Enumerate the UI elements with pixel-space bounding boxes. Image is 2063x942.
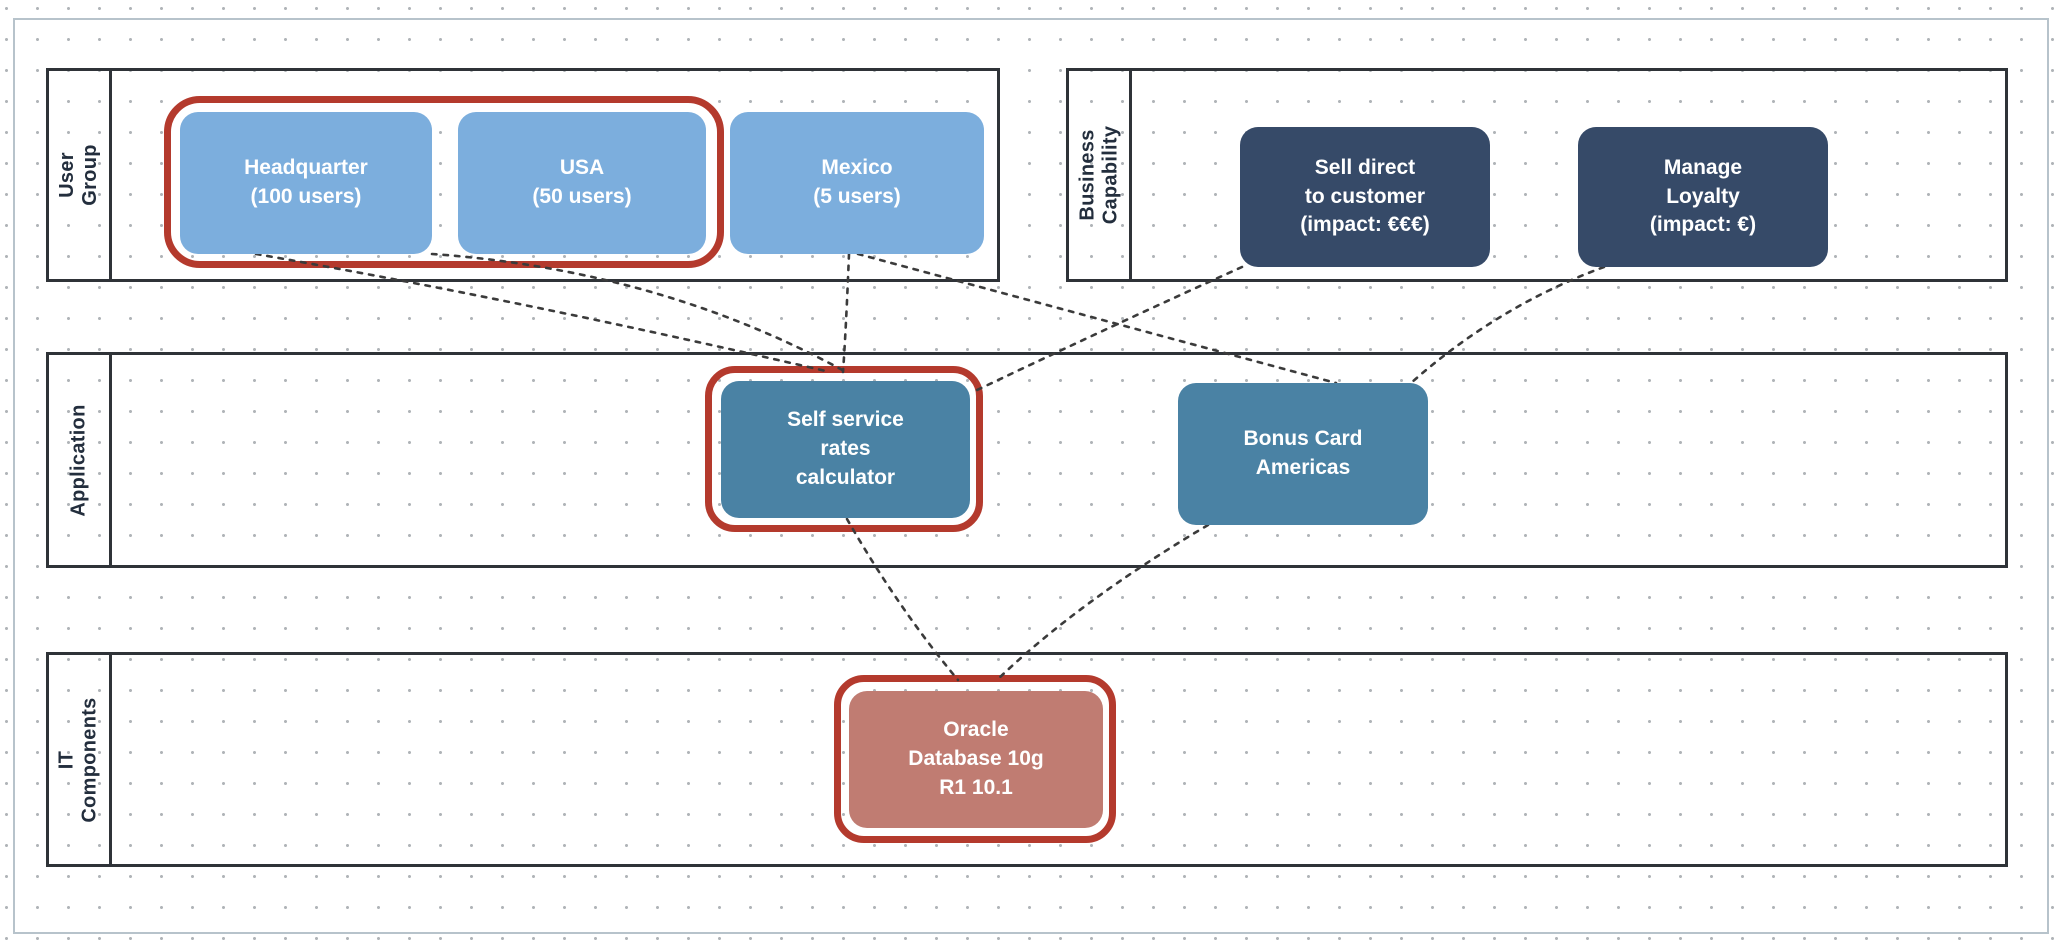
lane-label-it-components: IT Components <box>49 655 112 864</box>
node-label: Oracle Database 10g R1 10.1 <box>908 718 1044 799</box>
node-label: Manage Loyalty (impact: €) <box>1649 155 1757 237</box>
node-manage-loyalty[interactable]: Manage Loyalty (impact: €) <box>1578 127 1828 267</box>
lane-user-group: User Group <box>46 68 1000 282</box>
node-usa[interactable]: USA (50 users) <box>458 112 706 254</box>
edge-headquarter-self-service <box>254 252 832 374</box>
edge-self-service-oracle <box>845 517 960 682</box>
node-label: Headquarter (100 users) <box>244 156 368 208</box>
node-bonus-card[interactable]: Bonus Card Americas <box>1178 383 1428 525</box>
lane-label-application: Application <box>49 355 112 565</box>
edge-mexico-self-service <box>841 252 851 374</box>
highlight-ring-headquarter-usa <box>164 96 724 268</box>
node-self-service[interactable]: Self service rates calculator <box>721 381 970 518</box>
edge-bonus-card-oracle <box>995 523 1210 682</box>
node-oracle[interactable]: Oracle Database 10g R1 10.1 <box>849 691 1103 828</box>
lane-label-user-group: User Group <box>49 71 112 279</box>
diagram-outer-frame <box>13 18 2049 934</box>
lane-application: Application <box>46 352 2008 568</box>
edge-manage-loyalty-bonus-card <box>1409 265 1606 385</box>
edge-usa-self-service <box>430 252 848 374</box>
highlight-ring-oracle <box>834 675 1116 843</box>
edge-mexico-bonus-card <box>856 252 1338 385</box>
node-label: Self service rates calculator <box>787 408 904 489</box>
node-label: Mexico (5 users) <box>813 156 901 208</box>
node-label: USA (50 users) <box>532 156 632 208</box>
node-label: Bonus Card Americas <box>1243 427 1363 479</box>
lane-label-business-capability: Business Capability <box>1069 71 1132 279</box>
node-headquarter[interactable]: Headquarter (100 users) <box>180 112 432 254</box>
node-label: Sell direct to customer (impact: €€€) <box>1300 155 1430 237</box>
node-sell-direct[interactable]: Sell direct to customer (impact: €€€) <box>1240 127 1490 267</box>
edge-sell-direct-self-service <box>973 265 1244 393</box>
lane-business-capability: Business Capability <box>1066 68 2008 282</box>
node-mexico[interactable]: Mexico (5 users) <box>730 112 984 254</box>
